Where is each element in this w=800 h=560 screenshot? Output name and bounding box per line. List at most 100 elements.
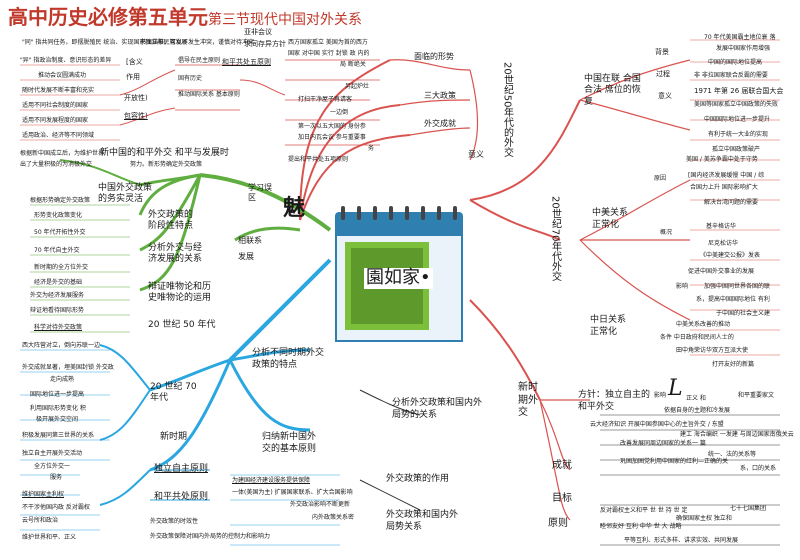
- label-beijing: 背景: [655, 48, 669, 56]
- label-yingxiang1: 影响: [676, 283, 689, 290]
- note-kou: 系，口的关系: [740, 465, 777, 472]
- note-yunhao: 云号所和政治: [22, 517, 59, 524]
- note-chongtu: 书面描摹，可以不发生冲突，谨慎对待冲突: [140, 39, 255, 46]
- note-zongheguoli: 合国力上升 国际影响扩大: [690, 184, 758, 191]
- heading-sino-jp-text: 中日关系正常化: [590, 315, 627, 337]
- note-tuidong: 推动会议圆满成功: [38, 72, 87, 79]
- note-50kaituo: 50 年代开拓性外交: [34, 229, 86, 236]
- note-xinpian: 打开友好的新篇: [712, 361, 755, 368]
- note-guyou: 固有历史: [178, 75, 203, 82]
- note-shixiao: 外交政策的时效性: [150, 518, 199, 525]
- heading-guonei-text: 分析外交政策和国内外局势的关系: [392, 398, 483, 420]
- heading-bianzheng-text: 辩证唯物论和历史唯物论的运用: [148, 282, 212, 304]
- note-yiju: 依据自身的主题和冷发展: [664, 407, 731, 414]
- note-shoushi: 美国 / 美苏争霸中处于守势: [686, 156, 758, 163]
- note-buganshe: 不干涉他国内政 反对霸权: [22, 504, 90, 511]
- cursor-glyph: L: [668, 376, 683, 401]
- note-guoji: 推动国际关系 基本原则: [178, 91, 240, 98]
- note-daliang: 出了大量积极的为消极外交: [20, 161, 93, 168]
- note-70zizhu: 70 年代自主外交: [34, 247, 80, 254]
- note-fazhan: 发展中国家作用增强: [716, 45, 771, 52]
- label-70s-text: 20 世纪 70 年代: [150, 382, 197, 404]
- note-minjian: 条件 中日政府和民间人士的: [660, 334, 734, 341]
- heading-guanxi: 外交政策和国内外局势关系: [386, 510, 466, 533]
- heading-fenxi: 分析不同时期外交政策的特点: [252, 348, 326, 371]
- note-tongyi: "同" 指共同任务，即摆脱殖民 统治、实现国家独立和民族发展: [22, 39, 188, 46]
- label-chengjiu2: 成就: [552, 460, 572, 471]
- label-yiyi1: 意义: [468, 150, 484, 159]
- label-hanyi: [含义: [126, 58, 143, 66]
- note-chengshu: 走向成熟: [50, 376, 75, 383]
- note-disan: 积极发展同第三世界的关系: [22, 432, 95, 439]
- note-fengsuo: 国家 对中国 实行 封锁 政 内的: [288, 50, 370, 57]
- note-zhoubian: 改善发展同周边国家的关系一 篇: [620, 440, 706, 447]
- note-genju: 根据新中国成立后，为维护世界: [20, 150, 105, 157]
- note-mimi: 内外政策关系密: [312, 514, 355, 521]
- note-wu: 务: [368, 145, 375, 152]
- note-zhongmei-gaishan: 中美关系改善的推动: [676, 321, 731, 328]
- heading-sino-us-text: 中美关系正常化: [592, 208, 629, 230]
- label-xuexi-wuqu: 学习误区: [248, 183, 276, 204]
- note-zhuquan: 维护国家主利权: [22, 491, 65, 498]
- heading-bianzheng: 辩证唯物论和历史唯物论的运用: [148, 282, 218, 305]
- note-kandai: 辩证地看待国际形势: [30, 307, 85, 314]
- note-yafeila: 非 非拉国家联合反霸的需要: [694, 72, 768, 79]
- note-quanfang: 全方位外交一: [34, 463, 71, 470]
- note-haihe: 建工 海合编织 一发建 与周边国家南俄关云: [680, 431, 794, 438]
- heading-jingji: 分析外交与经济发展的关系: [148, 243, 208, 266]
- label-fazhan-g: 发展: [238, 252, 254, 261]
- note-dongmeng: 云大经济知识 开展中国参国中心的主旨外交 / 东盟: [590, 421, 724, 428]
- note-heping-waijiao: 新中国的和平外交 和平与发展时: [100, 148, 229, 158]
- label-chengjiu1: 外交成就: [424, 119, 456, 128]
- heading-70s: 20世纪70年代外交: [549, 196, 561, 282]
- heading-guina: 归纳新中国外交的基本原则: [262, 432, 324, 455]
- note-77: 七十七国集团: [730, 505, 767, 512]
- note-pochan: 孤立中国政策破产: [712, 146, 761, 153]
- note-cujin: 促进中国外交事业的发展: [688, 268, 755, 275]
- heading-new-era: 新时期外交: [518, 382, 542, 420]
- heading-un-seat: 中国在联 合国合法 席位的恢复: [584, 74, 644, 108]
- note-shehuizhuyi: 于中国的社会主义建: [716, 310, 771, 317]
- note-kongzhili: 外交政策保障对国内外局势的控制力和影响力: [150, 533, 271, 540]
- heading-jingji-text: 分析外交与经济发展的关系: [148, 243, 203, 265]
- heading-wushi-text: 中国外交政策的务实灵活: [98, 183, 153, 205]
- note-1971: 1971 年第 26 届联合国大会: [694, 87, 784, 95]
- note-yi: "异" 指政治制度、意识形态的差异: [20, 57, 112, 64]
- label-yiyi2: 意义: [658, 92, 672, 100]
- note-70us: 70 年代美国霸主地位衰 落: [704, 34, 776, 41]
- label-mubiao: 目标: [552, 493, 572, 504]
- page-title: 高中历史必修第五单元第三节现代中国对外关系: [8, 6, 362, 29]
- note-fuwu2: 服务: [50, 474, 63, 481]
- center-bottom-text: 園如家•: [364, 267, 433, 289]
- label-duli-yuanze: 独立自主原则: [154, 464, 209, 474]
- heading-guanxi-text: 外交政策和国内外局势关系: [386, 510, 459, 532]
- label-baorong: 包容性): [124, 112, 148, 120]
- label-yuanze: 原则: [548, 518, 568, 529]
- note-yibiandao: 一边倒: [330, 109, 349, 116]
- label-mianlin: 面临的形势: [414, 52, 454, 61]
- note-jixinge: 基辛格访华: [706, 223, 737, 230]
- note-tianzhong: 田中角荣访华双方互派大使: [676, 347, 749, 354]
- note-shiyong1: 适用不同社会制度的国家: [22, 102, 89, 109]
- note-kuozhan: 一体(美国为主) 扩展国家联系、扩大合国影响: [232, 489, 353, 496]
- heading-guina-text: 归纳新中国外交的基本原则: [262, 432, 317, 454]
- note-shiyong3: 适用政治、经济等不同领域: [22, 132, 95, 139]
- note-suishidai: 随时代发展不断丰富和充实: [22, 87, 95, 94]
- note-diyici: 第一次以五大国的 身份参: [298, 123, 366, 130]
- note-liyong: 利用国际形势变化 积: [30, 405, 86, 412]
- label-heping5: 和平共处五原则: [222, 58, 271, 66]
- note-tichu: 提出和平共处五项原则: [288, 156, 349, 163]
- note-jingji: [国内经济发展缓慢 中国 / 综: [688, 172, 765, 179]
- heading-guonei: 分析外交政策和国内外局势的关系: [392, 398, 484, 421]
- heading-jieduan: 外交政策的阶段性特点: [148, 210, 198, 233]
- note-kongjian: 极开展外交空间: [36, 416, 79, 423]
- heading-jieduan-text: 外交政策的阶段性特点: [148, 210, 194, 232]
- note-taiwan: 解决台湾问题的需要: [704, 199, 759, 206]
- heading-un-seat-text: 中国在联 合国合法 席位的恢复: [584, 74, 641, 107]
- heading-new-era-text: 新时期外交: [518, 382, 538, 418]
- note-duanjue: 局 断绝关: [340, 61, 366, 68]
- note-hongli: 巩固加固党利用中国家的红利—正确的关: [620, 458, 729, 465]
- note-quanfangwei: 新时期的全方位外交: [34, 264, 89, 271]
- heading-sino-us: 中美关系正常化: [592, 208, 634, 231]
- label-kaifang: 开放性): [124, 94, 148, 102]
